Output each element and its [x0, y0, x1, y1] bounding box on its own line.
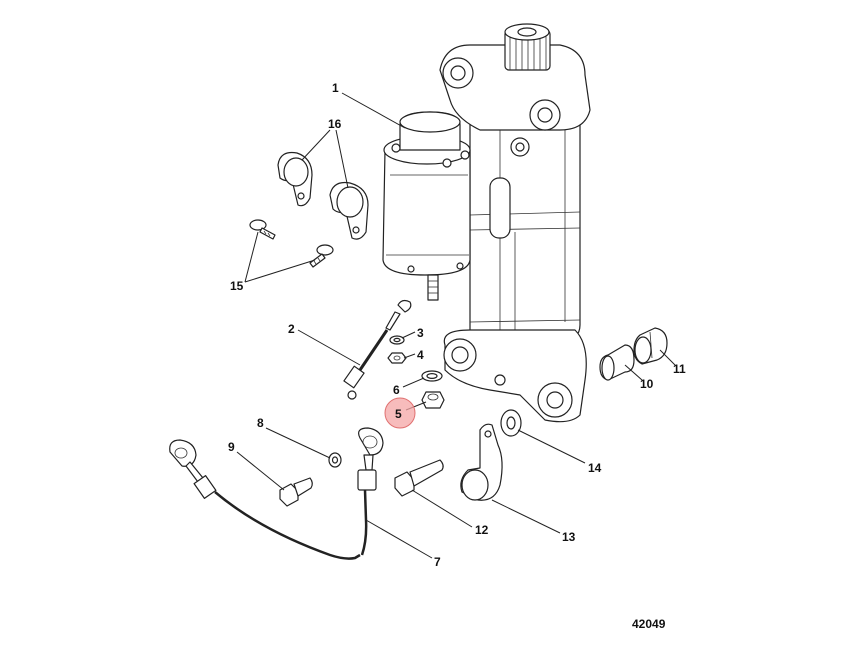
washer-3	[389, 335, 405, 345]
callout-2[interactable]: 2	[288, 322, 295, 336]
grommet-11	[633, 327, 668, 365]
callout-labels: 1 16 15 2 3 4 6 5 10 11 14 8 9 12 13 7	[228, 81, 686, 569]
screw-lower	[309, 244, 334, 268]
leader-2	[297, 329, 361, 366]
callout-9[interactable]: 9	[228, 440, 235, 454]
clamp-right	[329, 181, 369, 240]
bolt-9	[279, 477, 313, 507]
callout-10[interactable]: 10	[640, 377, 654, 391]
callout-1[interactable]: 1	[332, 81, 339, 95]
bushing-10	[599, 344, 635, 381]
callout-15[interactable]: 15	[230, 279, 244, 293]
leader-15a	[244, 231, 259, 283]
leader-3	[401, 331, 416, 339]
lockwasher-6	[421, 370, 443, 382]
leader-6	[402, 377, 425, 388]
screw-upper	[249, 219, 276, 240]
leader-7	[365, 519, 433, 559]
leader-lines	[236, 92, 676, 559]
nut-4	[387, 352, 407, 364]
leader-8	[265, 427, 331, 459]
leader-16b	[335, 129, 349, 189]
ground-cable	[169, 427, 384, 560]
figure-number: 42049	[632, 617, 666, 631]
callout-12[interactable]: 12	[475, 523, 489, 537]
solenoid	[382, 111, 471, 301]
callout-6[interactable]: 6	[393, 383, 400, 397]
callout-7[interactable]: 7	[434, 555, 441, 569]
callout-14[interactable]: 14	[588, 461, 602, 475]
leader-13	[491, 499, 561, 534]
bolt-12	[394, 459, 444, 497]
callout-3[interactable]: 3	[417, 326, 424, 340]
starter-motor-assembly	[439, 23, 591, 423]
clamp-left	[277, 151, 313, 207]
highlight-marker[interactable]	[384, 397, 416, 429]
callout-16[interactable]: 16	[328, 117, 342, 131]
leader-4	[403, 353, 416, 359]
callout-8[interactable]: 8	[257, 416, 264, 430]
leader-14	[517, 429, 586, 464]
callout-4[interactable]: 4	[417, 348, 424, 362]
leader-11	[659, 349, 676, 366]
leader-16a	[301, 129, 331, 161]
callout-13[interactable]: 13	[562, 530, 576, 544]
nut-5	[421, 391, 445, 409]
callout-11[interactable]: 11	[673, 362, 686, 376]
clamp-13	[460, 423, 503, 501]
leader-9	[236, 451, 285, 491]
leader-12	[411, 489, 473, 528]
callout-5[interactable]: 5	[395, 407, 402, 421]
leader-1	[341, 92, 406, 129]
positive-cable	[343, 299, 412, 400]
washer-14	[500, 409, 522, 437]
lockwasher-8	[328, 452, 342, 468]
leader-10	[624, 364, 643, 381]
leader-15b	[244, 259, 316, 283]
